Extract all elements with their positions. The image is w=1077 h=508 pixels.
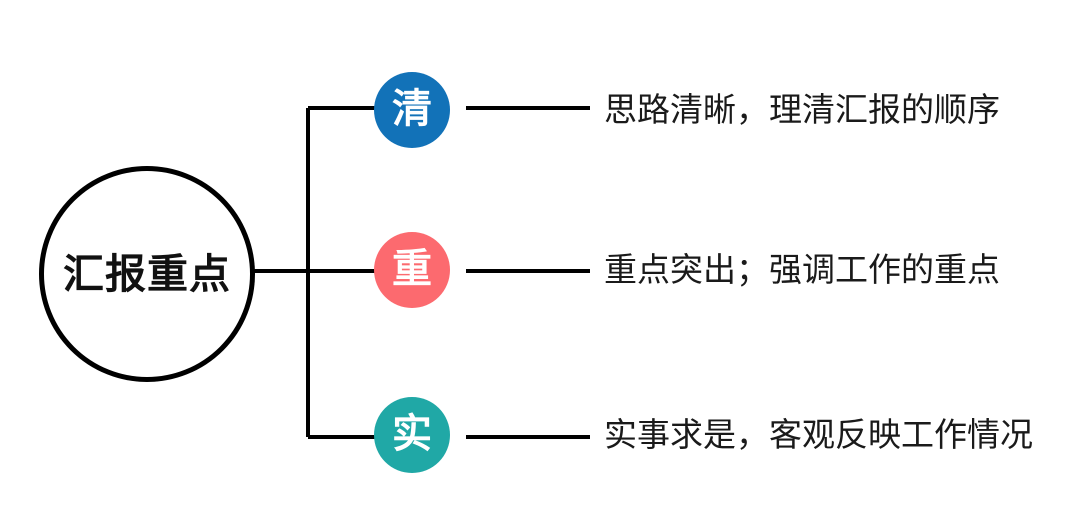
branch-node-2: 实 [374, 397, 450, 473]
branch-description-1: 重点突出；强调工作的重点 [604, 251, 1000, 288]
branch-description-2: 实事求是，客观反映工作情况 [604, 416, 1033, 453]
hub-label: 汇报重点 [63, 250, 231, 297]
branch-description-0: 思路清晰，理清汇报的顺序 [604, 91, 1000, 128]
branch-node-1: 重 [374, 232, 450, 308]
branch-glyph-0: 清 [392, 87, 432, 131]
hub-node: 汇报重点 [39, 166, 255, 382]
branch-node-0: 清 [374, 72, 450, 148]
branch-glyph-2: 实 [392, 412, 432, 456]
branch-glyph-1: 重 [392, 247, 432, 291]
